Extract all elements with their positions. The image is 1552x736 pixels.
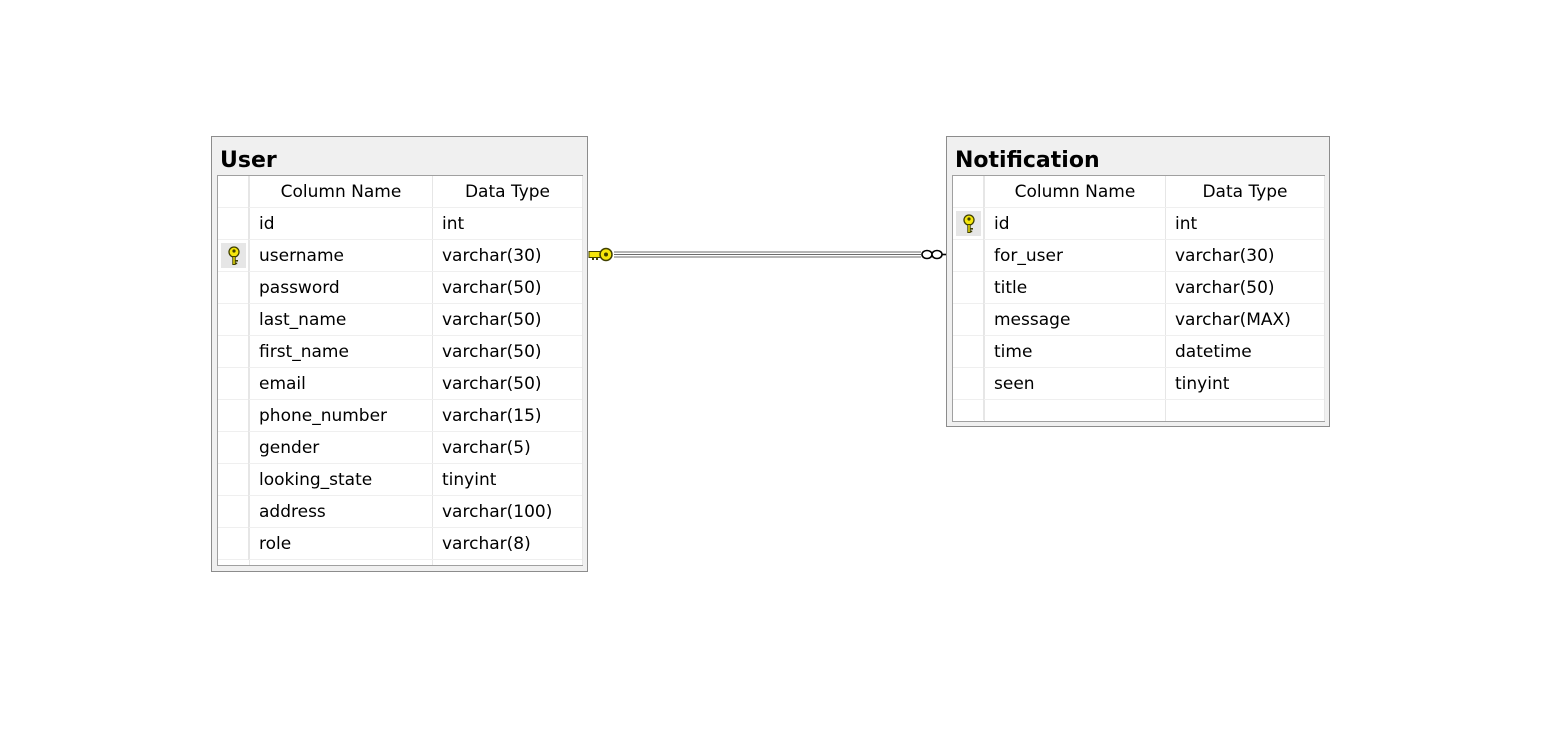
row-selector[interactable] bbox=[953, 336, 984, 368]
column-name-cell[interactable]: seen bbox=[994, 374, 1035, 394]
table-row[interactable]: address varchar(100) bbox=[218, 496, 582, 528]
data-type-cell[interactable]: varchar(15) bbox=[442, 406, 542, 426]
table-row[interactable]: id int bbox=[953, 208, 1324, 240]
data-type-cell[interactable]: varchar(50) bbox=[442, 278, 542, 298]
table-row[interactable]: phone_number varchar(15) bbox=[218, 400, 582, 432]
column-separator bbox=[1324, 176, 1325, 421]
many-end-infinity-icon bbox=[921, 249, 946, 260]
column-separator bbox=[432, 176, 433, 565]
row-selector[interactable] bbox=[218, 528, 249, 560]
row-selector[interactable] bbox=[953, 272, 984, 304]
primary-key-icon bbox=[963, 214, 975, 233]
table-row[interactable]: id int bbox=[218, 208, 582, 240]
table-row[interactable]: time datetime bbox=[953, 336, 1324, 368]
column-name-header[interactable]: Column Name bbox=[280, 182, 402, 202]
column-name-cell[interactable]: username bbox=[259, 246, 344, 266]
data-type-cell[interactable]: tinyint bbox=[1175, 374, 1230, 394]
data-type-header[interactable]: Data Type bbox=[1202, 182, 1288, 202]
row-selector[interactable] bbox=[953, 400, 984, 420]
data-type-header[interactable]: Data Type bbox=[464, 182, 551, 202]
row-selector[interactable] bbox=[953, 208, 984, 240]
row-selector[interactable] bbox=[953, 240, 984, 272]
column-name-cell[interactable]: time bbox=[994, 342, 1033, 362]
column-grid: Column Name Data Type id int username va… bbox=[217, 175, 583, 566]
row-selector[interactable] bbox=[218, 496, 249, 528]
row-selector[interactable] bbox=[218, 240, 249, 272]
relationship-line bbox=[614, 251, 921, 258]
column-name-cell[interactable]: message bbox=[994, 310, 1071, 330]
user-table[interactable]: User Column Name Data Type id int bbox=[211, 136, 588, 572]
data-type-cell[interactable]: varchar(50) bbox=[442, 310, 542, 330]
column-name-cell[interactable]: email bbox=[259, 374, 306, 394]
column-name-cell[interactable]: looking_state bbox=[259, 470, 373, 490]
table-title: User bbox=[220, 148, 277, 173]
data-type-cell[interactable]: varchar(8) bbox=[442, 534, 531, 554]
table-row[interactable]: looking_state tinyint bbox=[218, 464, 582, 496]
column-separator bbox=[582, 176, 583, 565]
column-grid: Column Name Data Type id int for_user va… bbox=[952, 175, 1325, 422]
table-row[interactable]: role varchar(8) bbox=[218, 528, 582, 560]
column-separator bbox=[249, 176, 250, 565]
row-selector[interactable] bbox=[218, 304, 249, 336]
table-row[interactable]: gender varchar(5) bbox=[218, 432, 582, 464]
column-name-cell[interactable]: id bbox=[259, 214, 275, 234]
column-name-cell[interactable]: title bbox=[994, 278, 1028, 298]
column-name-cell[interactable]: password bbox=[259, 278, 340, 298]
row-selector[interactable] bbox=[218, 368, 249, 400]
column-name-cell[interactable]: last_name bbox=[259, 310, 347, 330]
table-row[interactable]: message varchar(MAX) bbox=[953, 304, 1324, 336]
data-type-cell[interactable]: varchar(100) bbox=[442, 502, 553, 522]
empty-new-row[interactable] bbox=[953, 400, 1324, 420]
table-row[interactable]: for_user varchar(30) bbox=[953, 240, 1324, 272]
data-type-cell[interactable]: varchar(MAX) bbox=[1175, 310, 1291, 330]
table-row[interactable]: email varchar(50) bbox=[218, 368, 582, 400]
row-selector[interactable] bbox=[218, 400, 249, 432]
column-name-cell[interactable]: first_name bbox=[259, 342, 349, 362]
table-title: Notification bbox=[955, 148, 1100, 173]
row-selector[interactable] bbox=[218, 272, 249, 304]
row-selector[interactable] bbox=[218, 432, 249, 464]
header-row: Column Name Data Type bbox=[218, 176, 582, 208]
table-row[interactable]: username varchar(30) bbox=[218, 240, 582, 272]
row-selector bbox=[218, 176, 249, 208]
data-type-cell[interactable]: varchar(50) bbox=[442, 374, 542, 394]
column-name-cell[interactable]: role bbox=[259, 534, 292, 554]
data-type-cell[interactable]: datetime bbox=[1175, 342, 1252, 362]
data-type-cell[interactable]: int bbox=[442, 214, 465, 234]
row-selector bbox=[953, 176, 984, 208]
data-type-cell[interactable]: varchar(50) bbox=[1175, 278, 1275, 298]
column-name-cell[interactable]: id bbox=[994, 214, 1010, 234]
row-selector[interactable] bbox=[218, 208, 249, 240]
data-type-cell[interactable]: int bbox=[1175, 214, 1198, 234]
notification-table[interactable]: Notification Column Name Data Type id bbox=[946, 136, 1330, 427]
primary-key-icon bbox=[228, 246, 240, 265]
table-row[interactable]: title varchar(50) bbox=[953, 272, 1324, 304]
table-row[interactable]: first_name varchar(50) bbox=[218, 336, 582, 368]
column-separator bbox=[1165, 176, 1166, 421]
data-type-cell[interactable]: varchar(5) bbox=[442, 438, 531, 458]
column-name-cell[interactable]: gender bbox=[259, 438, 320, 458]
table-row[interactable]: last_name varchar(50) bbox=[218, 304, 582, 336]
data-type-cell[interactable]: varchar(50) bbox=[442, 342, 542, 362]
row-selector[interactable] bbox=[953, 368, 984, 400]
table-row[interactable]: password varchar(50) bbox=[218, 272, 582, 304]
column-name-cell[interactable]: address bbox=[259, 502, 326, 522]
table-row[interactable]: seen tinyint bbox=[953, 368, 1324, 400]
data-type-cell[interactable]: varchar(30) bbox=[1175, 246, 1275, 266]
column-separator bbox=[984, 176, 985, 421]
data-type-cell[interactable]: varchar(30) bbox=[442, 246, 542, 266]
one-end-key-icon bbox=[588, 247, 613, 262]
header-row: Column Name Data Type bbox=[953, 176, 1324, 208]
row-selector[interactable] bbox=[218, 336, 249, 368]
data-type-cell[interactable]: tinyint bbox=[442, 470, 497, 490]
column-name-header[interactable]: Column Name bbox=[1014, 182, 1136, 202]
row-selector[interactable] bbox=[218, 464, 249, 496]
column-name-cell[interactable]: phone_number bbox=[259, 406, 388, 426]
row-selector[interactable] bbox=[953, 304, 984, 336]
column-name-cell[interactable]: for_user bbox=[994, 246, 1063, 266]
